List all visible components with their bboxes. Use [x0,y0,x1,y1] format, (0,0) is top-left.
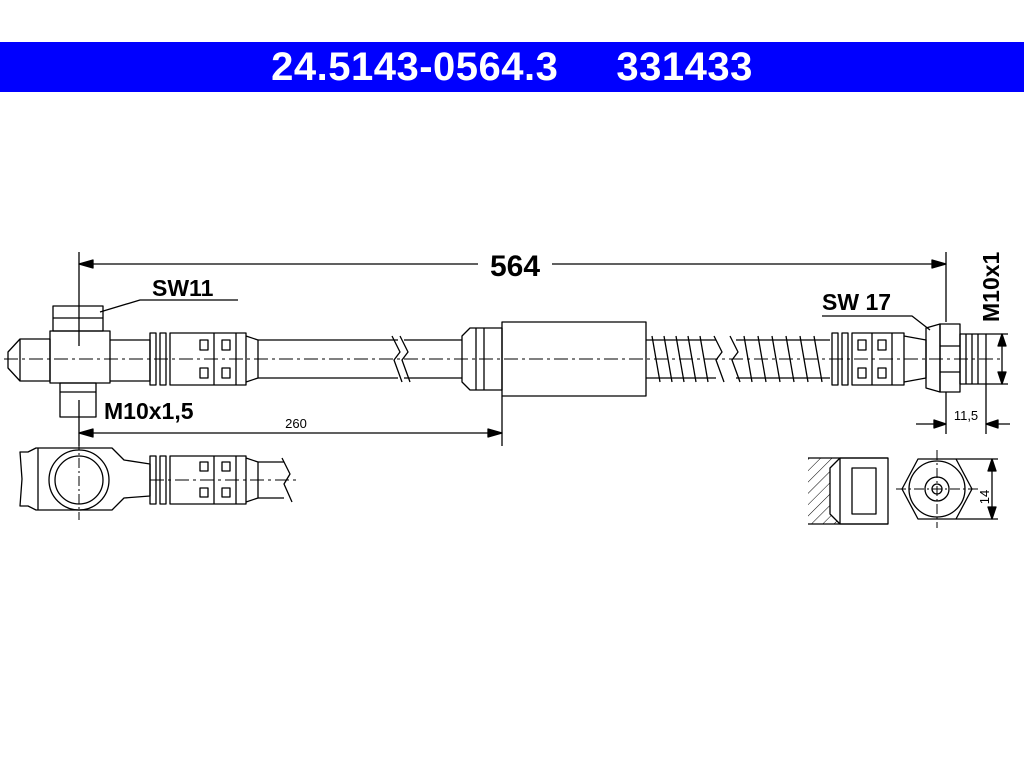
overall-length-label: 564 [490,250,540,283]
overall-length-label-bg [478,248,552,282]
reference-number: 331433 [616,44,753,89]
wrench-size-right-label: SW 17 [822,289,891,315]
thread-diameter-dimension [986,333,1008,385]
partial-length-dimension [78,396,503,446]
banjo-side-view [19,440,296,520]
hose-section-left [258,335,462,383]
hex-nut-end-view [896,450,998,528]
wrench-size-left-label: SW11 [152,275,214,301]
thread-right-label: M10x1 [978,251,1004,322]
thread-left-label: M10x1,5 [104,398,194,424]
seat-section-view [808,457,889,525]
partial-length-label: 260 [285,416,307,431]
part-number: 24.5143-0564.3 [271,44,559,89]
sw11-leader [99,299,238,313]
fitting-length-label: 11,5 [954,408,978,423]
sw17-leader [822,315,931,331]
title-bar: 24.5143-0564.3 331433 [0,42,1024,92]
overall-length-dimension [78,252,947,346]
hex-width-label: 14 [977,490,992,504]
right-end-fitting [831,323,987,393]
fitting-length-dimension [916,384,1010,434]
